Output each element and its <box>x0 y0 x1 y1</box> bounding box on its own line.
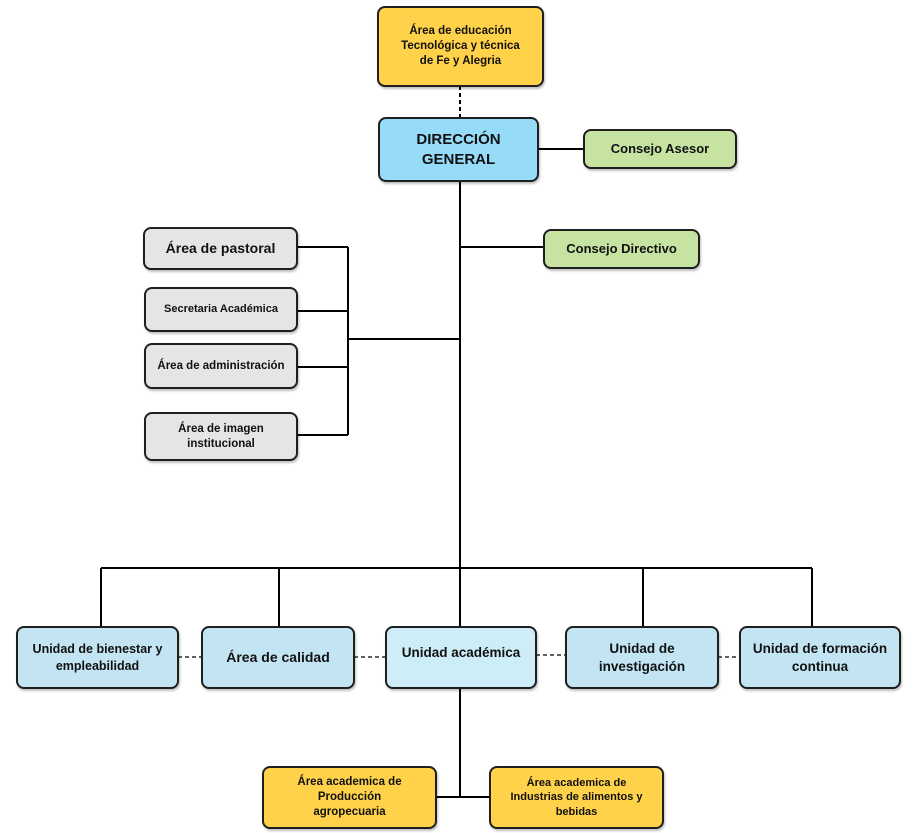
institutional-image-area-label: Área de imagen institucional <box>178 422 264 450</box>
continuing-education-unit-label: Unidad de formación continua <box>752 640 888 674</box>
academic-secretariat-box: Secretaria Académica <box>144 287 298 332</box>
general-direction-box: DIRECCIÓN GENERAL <box>378 117 539 182</box>
pastoral-area-box: Área de pastoral <box>143 227 298 270</box>
academic-unit-box: Unidad académica <box>385 626 537 689</box>
education-area-label: Área de educación Tecnológica y técnica … <box>401 25 520 67</box>
pastoral-area-label: Área de pastoral <box>165 240 276 257</box>
food-industries-area-label: Área academica de Industrias de alimento… <box>510 777 643 818</box>
executive-council-box: Consejo Directivo <box>543 229 700 269</box>
general-direction-label: DIRECCIÓN GENERAL <box>416 131 501 168</box>
continuing-education-unit-box: Unidad de formación continua <box>739 626 901 689</box>
advisory-council-box: Consejo Asesor <box>583 129 737 169</box>
wellbeing-unit-box: Unidad de bienestar y empleabilidad <box>16 626 179 689</box>
quality-area-box: Área de calidad <box>201 626 355 689</box>
academic-unit-label: Unidad académica <box>401 645 521 660</box>
agro-production-area-box: Área academica de Producción agropecuari… <box>262 766 437 829</box>
wellbeing-unit-label: Unidad de bienestar y empleabilidad <box>32 642 163 673</box>
quality-area-label: Área de calidad <box>226 649 330 666</box>
research-unit-box: Unidad de investigación <box>565 626 719 689</box>
advisory-council-label: Consejo Asesor <box>610 140 710 156</box>
administration-area-box: Área de administración <box>144 343 298 389</box>
education-area-box: Área de educación Tecnológica y técnica … <box>377 6 544 87</box>
food-industries-area-box: Área academica de Industrias de alimento… <box>489 766 664 829</box>
agro-production-area-label: Área academica de Producción agropecuari… <box>297 776 402 818</box>
executive-council-label: Consejo Directivo <box>566 240 677 256</box>
institutional-image-area-box: Área de imagen institucional <box>144 412 298 461</box>
research-unit-label: Unidad de investigación <box>598 640 686 674</box>
academic-secretariat-label: Secretaria Académica <box>164 303 278 316</box>
administration-area-label: Área de administración <box>157 359 285 372</box>
